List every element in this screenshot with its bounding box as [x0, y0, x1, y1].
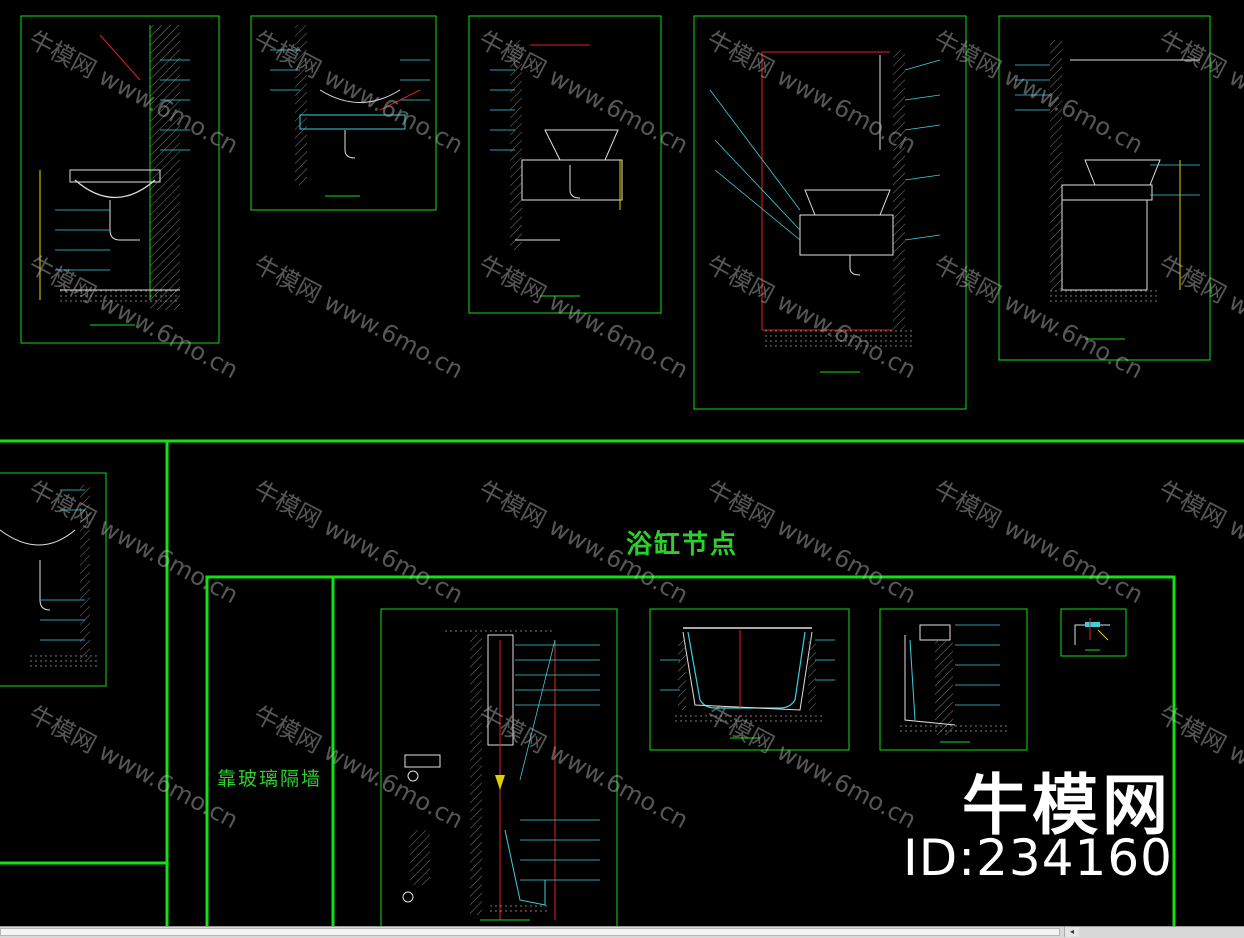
washbasin-section-detail-4	[709, 50, 941, 373]
asset-id-label: ID:234160	[903, 829, 1173, 887]
bathtub-section-detail	[660, 627, 835, 739]
scroll-left-arrow-icon[interactable]: ◂	[1064, 927, 1079, 937]
washbasin-section-detail-1	[39, 25, 190, 326]
sheet-frame-3	[468, 15, 662, 314]
small-joint-detail	[1074, 618, 1110, 651]
sheet-frame-8	[649, 608, 850, 751]
sheet-frame-6-partial	[0, 472, 107, 687]
bathtub-nodes-frame	[205, 575, 1176, 926]
sheet-frame-9	[879, 608, 1028, 751]
sheet-frame-2	[250, 15, 437, 211]
glass-partition-section-detail	[402, 627, 600, 921]
site-logo-text: 牛模网	[962, 767, 1172, 844]
glass-partition-title: 靠玻璃隔墙	[217, 768, 323, 790]
bathtub-edge-detail	[900, 624, 1010, 743]
sheet-frame-4	[693, 15, 967, 410]
washbasin-section-detail-5	[1015, 40, 1200, 340]
scrollbar-thumb[interactable]	[0, 928, 1060, 936]
bathtub-nodes-title: 浴缸节点	[626, 530, 739, 560]
section-divider	[0, 439, 1244, 926]
sheet-frame-10	[1060, 608, 1127, 657]
horizontal-scrollbar[interactable]: ◂	[0, 926, 1244, 938]
washbasin-section-detail-2	[270, 25, 430, 197]
washbasin-section-detail-3	[490, 40, 623, 297]
sheet-frame-5	[998, 15, 1211, 361]
sheet-frame-1	[20, 15, 220, 344]
sheet-frame-7	[380, 608, 618, 926]
